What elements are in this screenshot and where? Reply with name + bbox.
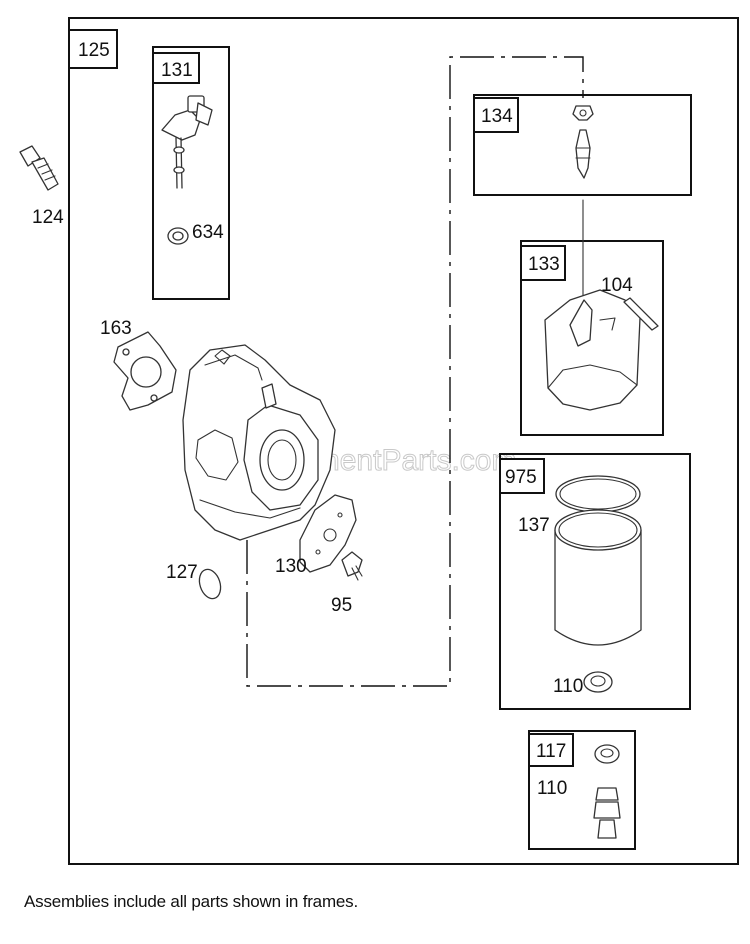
bowl-screw-117[interactable] xyxy=(593,787,621,839)
frame-125-label: 125 xyxy=(78,40,110,61)
choke-lever-131[interactable] xyxy=(161,95,213,189)
label-104: 104 xyxy=(601,275,633,296)
label-127: 127 xyxy=(166,562,198,583)
connector-line xyxy=(246,56,584,687)
pin-104[interactable] xyxy=(623,297,659,331)
frame-131-label: 131 xyxy=(161,60,193,81)
label-110-screw: 110 xyxy=(537,778,567,799)
washer-110-bowl[interactable] xyxy=(583,671,613,693)
label-137: 137 xyxy=(518,515,550,536)
plate-130[interactable] xyxy=(299,494,357,573)
frame-975[interactable]: 975 xyxy=(499,453,691,710)
oring-127[interactable] xyxy=(196,567,224,602)
label-130: 130 xyxy=(275,556,307,577)
carburetor-body[interactable] xyxy=(182,344,336,541)
frame-131[interactable]: 131 xyxy=(152,46,230,300)
gasket-163[interactable] xyxy=(113,331,177,411)
washer-110-screw[interactable] xyxy=(594,744,620,764)
needle-seat-134[interactable] xyxy=(572,105,594,179)
frame-117-label: 117 xyxy=(536,741,566,762)
float-bowl-975[interactable] xyxy=(554,475,642,646)
label-634: 634 xyxy=(192,222,224,243)
seal-634[interactable] xyxy=(167,227,189,245)
frame-133[interactable]: 133 xyxy=(520,240,664,436)
footnote: Assemblies include all parts shown in fr… xyxy=(24,892,358,911)
screw-124[interactable] xyxy=(19,145,59,191)
frame-133-label: 133 xyxy=(528,254,560,275)
label-95: 95 xyxy=(331,595,352,616)
frame-117[interactable]: 117 xyxy=(528,730,636,850)
frame-125[interactable]: 125 xyxy=(68,17,739,865)
label-110-bowl: 110 xyxy=(553,676,583,697)
label-163: 163 xyxy=(100,318,132,339)
screw-95[interactable] xyxy=(341,551,363,581)
float-133[interactable] xyxy=(544,289,641,411)
frame-975-label: 975 xyxy=(505,467,537,488)
frame-134-label: 134 xyxy=(481,106,513,127)
label-124: 124 xyxy=(32,207,64,228)
